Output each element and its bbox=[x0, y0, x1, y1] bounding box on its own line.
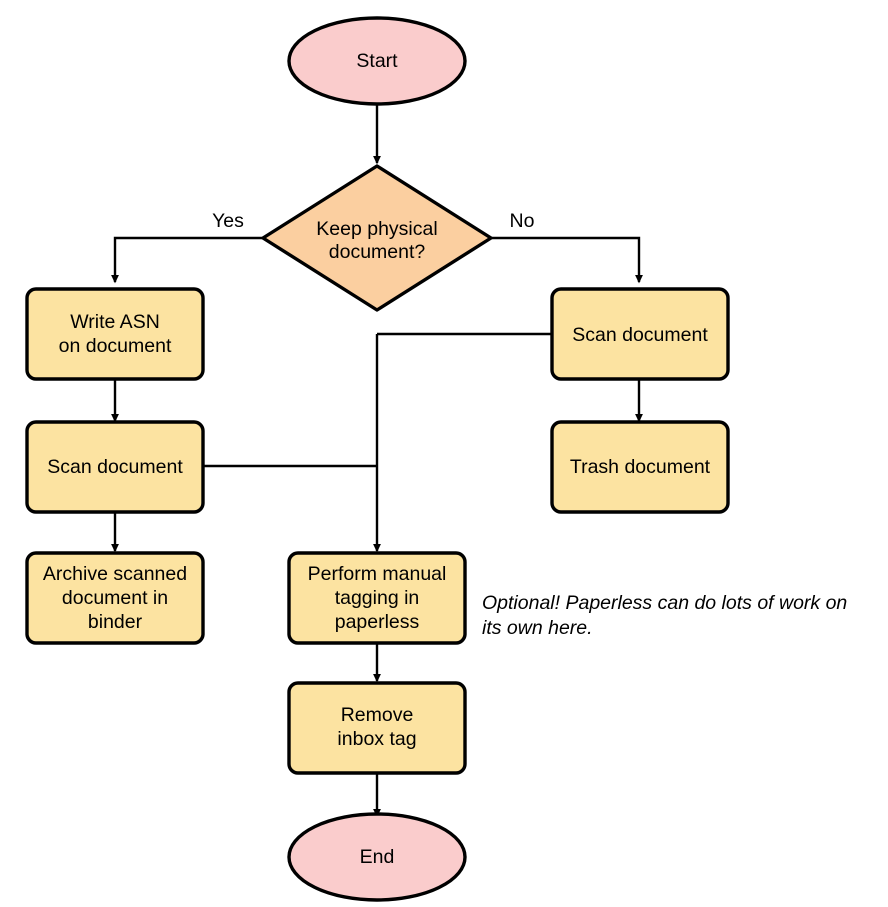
node-end[interactable]: End bbox=[287, 812, 467, 902]
archive-document-label-line1: Archive scanned bbox=[43, 563, 187, 585]
node-trash-document[interactable]: Trash document bbox=[550, 420, 730, 514]
node-archive-document[interactable]: Archive scanned document in binder bbox=[25, 551, 205, 645]
start-label: Start bbox=[356, 50, 398, 72]
scan-document-right-label: Scan document bbox=[572, 324, 708, 346]
scan-document-right-box bbox=[550, 287, 730, 381]
manual-tagging-label-line3: paperless bbox=[335, 611, 420, 633]
write-asn-label-line1: Write ASN bbox=[70, 311, 160, 333]
node-manual-tagging[interactable]: Perform manual tagging in paperless bbox=[287, 551, 467, 645]
manual-tagging-box bbox=[287, 551, 467, 645]
node-scan-document-right[interactable]: Scan document bbox=[550, 287, 730, 381]
node-scan-document-left[interactable]: Scan document bbox=[25, 420, 205, 514]
edge-decision-no-to-scan-right bbox=[489, 236, 643, 284]
edge-label-no: No bbox=[510, 210, 535, 232]
node-remove-inbox-tag[interactable]: Remove inbox tag bbox=[287, 681, 467, 775]
remove-inbox-tag-label-line2: inbox tag bbox=[337, 728, 416, 750]
node-start[interactable]: Start bbox=[287, 16, 467, 106]
write-asn-label-line2: on document bbox=[59, 335, 172, 357]
node-write-asn[interactable]: Write ASN on document bbox=[25, 287, 205, 381]
archive-document-label-line2: document in bbox=[62, 587, 168, 609]
node-keep-physical-document-decision[interactable]: Keep physical document? bbox=[261, 164, 493, 312]
optional-note-line2: its own here. bbox=[482, 617, 593, 639]
edge-decision-yes-to-write-asn bbox=[111, 236, 265, 284]
write-asn-box bbox=[25, 287, 205, 381]
edge-label-yes: Yes bbox=[212, 210, 244, 232]
decision-label-line2: document? bbox=[329, 241, 426, 263]
scan-document-left-label: Scan document bbox=[47, 456, 183, 478]
annotation-optional-note: Optional! Paperless can do lots of work … bbox=[482, 592, 847, 639]
edges-layer bbox=[111, 103, 643, 818]
manual-tagging-label-line1: Perform manual bbox=[308, 563, 447, 585]
manual-tagging-label-line2: tagging in bbox=[335, 587, 420, 609]
end-label: End bbox=[360, 846, 395, 868]
archive-document-label-line3: binder bbox=[88, 611, 143, 633]
scan-document-left-box bbox=[25, 420, 205, 514]
end-ellipse bbox=[287, 812, 467, 902]
decision-diamond bbox=[261, 164, 493, 312]
start-ellipse bbox=[287, 16, 467, 106]
trash-document-label: Trash document bbox=[570, 456, 711, 478]
remove-inbox-tag-label-line1: Remove bbox=[341, 704, 414, 726]
remove-inbox-tag-box bbox=[287, 681, 467, 775]
trash-document-box bbox=[550, 420, 730, 514]
optional-note-line1: Optional! Paperless can do lots of work … bbox=[482, 592, 847, 614]
archive-document-box bbox=[25, 551, 205, 645]
decision-label-line1: Keep physical bbox=[316, 218, 437, 240]
